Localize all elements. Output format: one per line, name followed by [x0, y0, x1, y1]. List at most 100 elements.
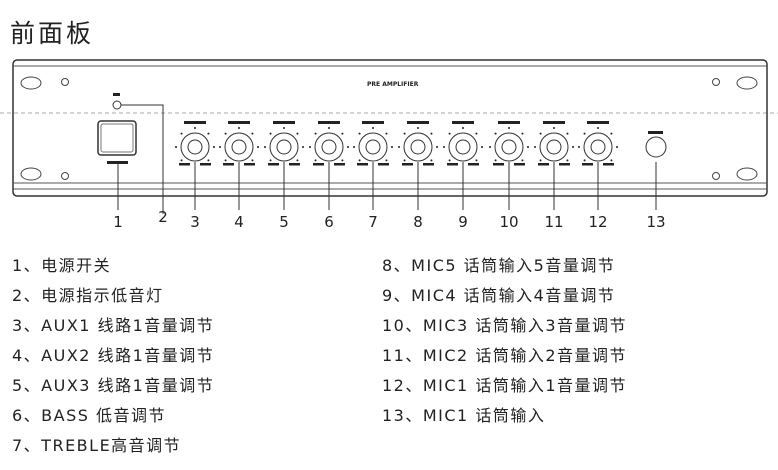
scale-mark: [538, 163, 549, 166]
label-bar: [113, 93, 120, 96]
label-bar: [452, 121, 474, 124]
scale-dot: [494, 132, 497, 135]
scale-dot: [539, 132, 542, 135]
knob-ring: [180, 132, 210, 162]
legend-item: 1、电源开关: [12, 256, 112, 275]
volume-knob[interactable]: [489, 121, 529, 210]
legend-item: 11、MIC2 话筒输入2音量调节: [382, 346, 628, 365]
volume-knob[interactable]: [443, 121, 483, 210]
scale-dot: [398, 146, 400, 148]
scale-dot: [448, 132, 451, 135]
knob-cap: [276, 139, 292, 155]
label-bar: [498, 121, 520, 124]
scale-dot: [358, 132, 361, 135]
scale-dot: [436, 146, 438, 148]
scale-dot: [481, 146, 483, 148]
callout-number: 10: [499, 213, 518, 231]
scale-dot: [391, 146, 393, 148]
scale-dot: [341, 159, 344, 162]
scale-dot: [314, 132, 317, 135]
scale-dot: [309, 146, 311, 148]
volume-knob[interactable]: [264, 121, 304, 210]
callout-number: 4: [234, 213, 244, 231]
scale-dot: [385, 159, 388, 162]
scale-dot: [224, 159, 227, 162]
scale-dot: [616, 146, 618, 148]
knob-cap: [590, 139, 606, 155]
scale-dot: [385, 132, 388, 135]
scale-dot: [443, 146, 445, 148]
knob-cap: [231, 139, 247, 155]
label-bar: [273, 121, 295, 124]
knob-cap: [365, 139, 381, 155]
scale-dot: [353, 146, 355, 148]
scale-dot: [448, 159, 451, 162]
scale-dot: [583, 159, 586, 162]
scale-dot: [269, 132, 272, 135]
scale-mark: [200, 163, 211, 166]
label-bar: [184, 121, 206, 124]
scale-dot: [372, 127, 374, 129]
volume-knob[interactable]: [175, 121, 215, 210]
volume-knob[interactable]: [309, 121, 349, 210]
scale-dot: [583, 132, 586, 135]
scale-mark: [223, 163, 234, 166]
legend-item: 6、BASS 低音调节: [12, 406, 167, 425]
knob-ring: [494, 132, 524, 162]
scale-dot: [475, 159, 478, 162]
scale-dot: [553, 127, 555, 129]
scale-dot: [403, 159, 406, 162]
label-bar: [587, 121, 609, 124]
jack-socket: [645, 136, 667, 158]
scale-dot: [430, 159, 433, 162]
power-switch[interactable]: [97, 120, 137, 156]
scale-dot: [521, 159, 524, 162]
scale-dot: [194, 127, 196, 129]
callout-number: 1: [113, 213, 123, 231]
scale-dot: [283, 127, 285, 129]
scale-dot: [219, 146, 221, 148]
scale-dot: [175, 146, 177, 148]
label-bar: [362, 121, 384, 124]
scale-mark: [357, 163, 368, 166]
label-bar: [648, 131, 663, 134]
scale-dot: [430, 132, 433, 135]
scale-mark: [334, 163, 345, 166]
scale-dot: [462, 127, 464, 129]
volume-knob[interactable]: [353, 121, 393, 210]
scale-dot: [224, 132, 227, 135]
panel-label: PRE AMPLIFIER: [367, 81, 419, 88]
knob-ring: [358, 132, 388, 162]
legend-item: 9、MIC4 话筒输入4音量调节: [382, 286, 616, 305]
scale-dot: [269, 159, 272, 162]
scale-dot: [296, 132, 299, 135]
scale-mark: [378, 163, 389, 166]
scale-dot: [539, 159, 542, 162]
scale-mark: [447, 163, 458, 166]
knob-cap: [501, 139, 517, 155]
volume-knob[interactable]: [578, 121, 618, 210]
legend-item: 3、AUX1 线路1音量调节: [12, 316, 215, 335]
scale-mark: [493, 163, 504, 166]
scale-dot: [213, 146, 215, 148]
callout-number: 3: [190, 213, 200, 231]
knob-cap: [321, 139, 337, 155]
power-led: [112, 100, 122, 110]
scale-dot: [296, 159, 299, 162]
screw-hole: [61, 78, 69, 86]
scale-mark: [244, 163, 255, 166]
volume-knob[interactable]: [534, 121, 574, 210]
label-bar: [228, 121, 250, 124]
volume-knob[interactable]: [219, 121, 259, 210]
mic-input-jack[interactable]: [645, 131, 667, 210]
knob-ring: [448, 132, 478, 162]
scale-dot: [534, 146, 536, 148]
scale-dot: [417, 127, 419, 129]
legend-item: 13、MIC1 话筒输入: [382, 406, 546, 425]
legend-item: 10、MIC3 话筒输入3音量调节: [382, 316, 628, 335]
knob-cap: [187, 139, 203, 155]
callout-number: 5: [279, 213, 289, 231]
volume-knob[interactable]: [398, 121, 438, 210]
leader-line: [121, 104, 164, 214]
scale-dot: [302, 146, 304, 148]
